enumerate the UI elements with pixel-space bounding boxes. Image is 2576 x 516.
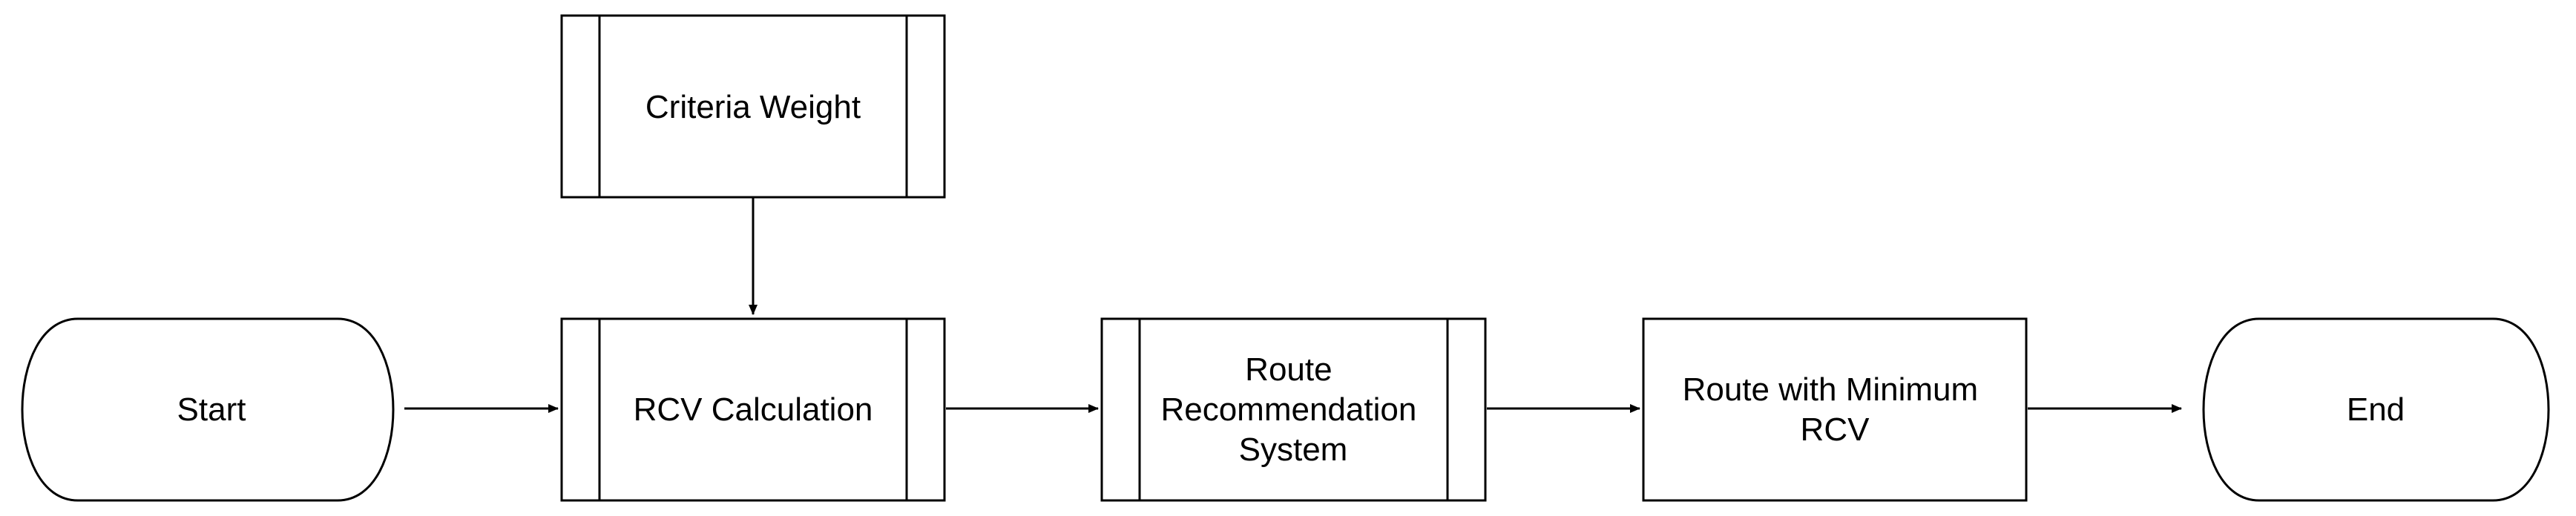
route-recommendation-node: Route Recommendation System bbox=[1100, 317, 1487, 502]
criteria-weight-box bbox=[560, 14, 946, 199]
route-min-rcv-box bbox=[1642, 317, 2028, 502]
criteria-weight-label: Criteria Weight bbox=[645, 89, 861, 125]
route-recommendation-label: Route Recommendation System bbox=[1160, 351, 1425, 468]
start-node: Start bbox=[21, 317, 395, 502]
rcv-calculation-label: RCV Calculation bbox=[634, 391, 873, 428]
route-min-rcv-line-2: RCV bbox=[1801, 411, 1870, 448]
route-recommendation-line-2: Recommendation bbox=[1160, 391, 1416, 428]
start-label: Start bbox=[177, 391, 246, 428]
end-node: End bbox=[2202, 317, 2550, 502]
route-min-rcv-line-1: Route with Minimum bbox=[1683, 371, 1979, 408]
start-terminator-shape bbox=[21, 317, 395, 502]
criteria-weight-node: Criteria Weight bbox=[560, 14, 946, 199]
route-min-rcv-node: Route with Minimum RCV bbox=[1642, 317, 2028, 502]
rcv-calculation-node: RCV Calculation bbox=[560, 317, 946, 502]
end-label: End bbox=[2347, 391, 2405, 428]
rcv-calculation-box bbox=[560, 317, 946, 502]
route-recommendation-line-1: Route bbox=[1245, 351, 1332, 388]
route-recommendation-line-3: System bbox=[1239, 431, 1348, 468]
route-recommendation-box bbox=[1100, 317, 1487, 502]
route-min-rcv-label: Route with Minimum RCV bbox=[1683, 371, 1988, 448]
end-terminator-shape bbox=[2202, 317, 2550, 502]
